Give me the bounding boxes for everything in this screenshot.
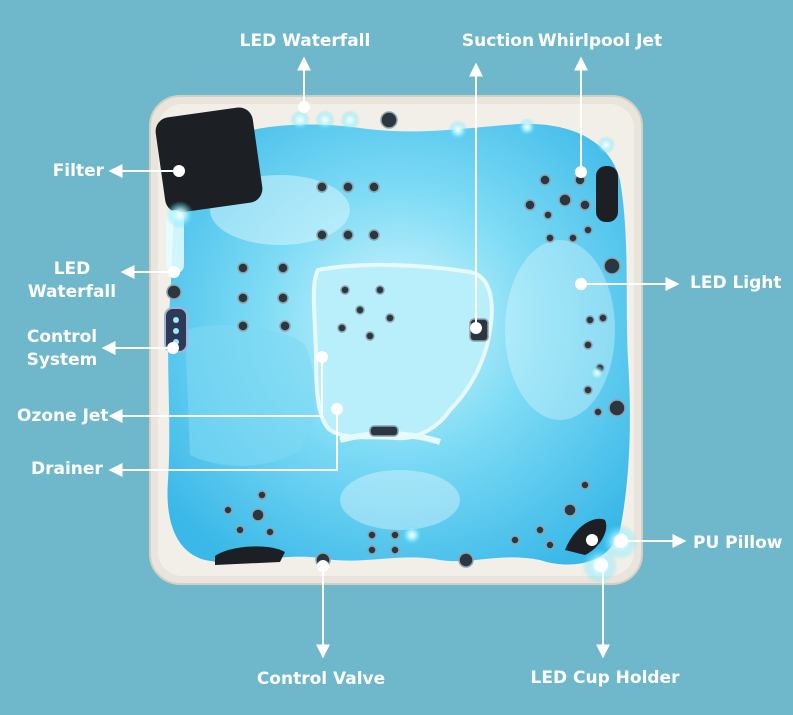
filter-icon (155, 107, 263, 213)
pu-pillow-icon (215, 166, 618, 565)
label-pu-pillow: PU Pillow (693, 533, 783, 553)
control-panel (164, 307, 188, 353)
label-control-system-line2: System (26, 350, 98, 370)
label-drainer: Drainer (31, 459, 103, 479)
label-filter: Filter (52, 161, 104, 181)
label-control-valve: Control Valve (256, 669, 386, 689)
label-control-system-line1: Control (26, 327, 98, 347)
label-whirlpool-jet: Whirlpool Jet (537, 31, 663, 51)
label-ozone-jet: Ozone Jet (17, 406, 109, 426)
label-led-waterfall-top: LED Waterfall (239, 31, 371, 51)
led-light-icon (166, 110, 638, 584)
label-suction: Suction (461, 31, 535, 51)
jet-icon (166, 111, 626, 568)
leader-lines (101, 56, 687, 659)
label-led-waterfall-left-line2: Waterfall (27, 282, 117, 302)
callout-points (167, 101, 628, 572)
label-led-cup-holder: LED Cup Holder (530, 668, 680, 688)
spa-water (167, 123, 630, 565)
label-led-waterfall-left-line1: LED (53, 259, 91, 279)
label-led-light: LED Light (690, 273, 782, 293)
